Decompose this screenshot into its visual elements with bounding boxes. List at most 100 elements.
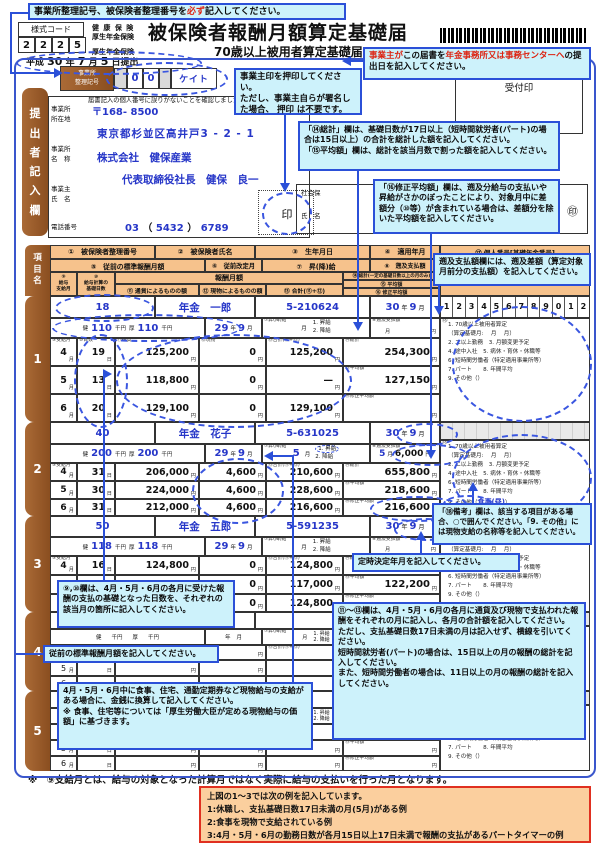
connector-line <box>16 653 43 655</box>
arrow-up-icon <box>468 482 478 491</box>
personal-digit: 7 <box>516 297 528 317</box>
personal-digit: 6 <box>503 297 516 317</box>
submit-note-b2: の提出日を記入してください。 <box>369 51 582 73</box>
sum-amount-cell: —円 <box>266 366 343 394</box>
office-address-value: 東京都杉並区高井戸3 - 2 - 1 <box>97 128 255 140</box>
annotation-remarks: 「⑱備考」欄は、該当する項目がある場合、○で囲んでください。「9. その他」には… <box>432 503 592 545</box>
row-number: 1 <box>25 296 50 422</box>
annotation-base-days: ⑨,⑩欄は、4月・5月・6月の各月に受けた報酬の支払の基礎となった日数を、それぞ… <box>57 580 235 628</box>
insured-name-cell: 年金 一郎 <box>155 296 255 318</box>
average-cell: ⑮平均額円 <box>343 740 440 756</box>
office-code-kana: ケイト <box>171 68 217 89</box>
connector-line <box>420 538 422 553</box>
connector-line <box>357 169 359 324</box>
connector-line <box>10 12 12 74</box>
insured-number-cell: 18 <box>50 296 155 318</box>
personal-number-shaded <box>440 422 590 440</box>
row-number: 5 <box>25 691 50 771</box>
page-title: 被保険者報酬月額算定基礎届 <box>148 22 409 44</box>
annotation-top-note: 事業所整理記号、被保険者整理番号を必ず記入してください。 <box>28 3 346 20</box>
header-birthdate: ③ 生年月日 <box>255 245 370 259</box>
form-code-digit: 2 <box>35 37 52 53</box>
phone-paren-open: （ <box>142 223 153 234</box>
header-remuneration: 報酬月額 <box>115 272 343 284</box>
connector-line <box>272 455 294 457</box>
personal-digit: 1 <box>565 297 578 317</box>
retro-payment-cell: ⑧遡及支払額月円 <box>370 318 440 338</box>
adjusted-average-cell: ⑯修正平均額円 <box>343 756 440 771</box>
submit-note-red2: 年金事務所又は事務センターへ <box>445 51 565 61</box>
header-inkind-amount: ⑫ 現物によるものの額 <box>199 284 266 296</box>
connector-line <box>292 455 294 683</box>
header-insured-number: ① 被保険者整理番号 <box>50 245 155 259</box>
date-month-unit: 月 <box>88 58 98 68</box>
adjusted-average-cell: ⑯修正平均額円 <box>343 394 440 422</box>
base-days-cell: 日 <box>77 756 115 771</box>
sum-amount-cell: 円 <box>266 756 343 771</box>
insured-name-cell: 年金 五郎 <box>155 516 255 537</box>
connector-line <box>350 60 364 62</box>
inkind-amount-cell: 円 <box>199 756 266 771</box>
form-code-label: 様式コード <box>18 22 84 37</box>
personal-digit: 3 <box>466 297 479 317</box>
row-number: 2 <box>25 422 50 516</box>
row-number: 3 <box>25 516 50 612</box>
insurance-label-pension: 厚生年金保険 <box>92 33 134 41</box>
birthdate-cell: 5-591235 <box>255 516 370 537</box>
annotation-total-average: 「⑭総計」欄は、基礎日数が17日以上（短時間就労者(パート)の場合は15日以上）… <box>298 121 560 171</box>
connector-line <box>430 232 432 452</box>
arrow-down-icon <box>434 306 444 315</box>
top-note-pre: 事業所整理記号、被保険者整理番号を <box>34 7 188 17</box>
item-name-bar: 項 目 名 <box>25 245 50 296</box>
phone-paren-close: ） <box>187 223 198 234</box>
representative-value: 代表取締役社長 健保 良一 <box>122 174 259 186</box>
footnote-pay-month: ※ ⑨支給月とは、給与の対象となった計算月ではなく実際に給与の支払いを行った月と… <box>28 775 453 786</box>
cash-amount-cell: 円 <box>115 756 199 771</box>
connector-line <box>103 374 105 580</box>
insurance-label-health: 健 康 保 険 <box>92 24 135 32</box>
date-year-unit: 年 <box>65 58 75 68</box>
phone-mid: 5432 <box>155 223 184 234</box>
connector-line <box>438 284 440 308</box>
insured-name-cell: 年金 花子 <box>155 422 255 444</box>
arrow-right-icon <box>103 369 112 379</box>
personal-digit: 4 <box>478 297 491 317</box>
form-outer-frame <box>14 58 596 778</box>
remarks-cell: ⑱ 1. 70歳以上被用者算定（算定基礎月: 月 月）2. 二以上勤務 3. 月… <box>440 534 590 612</box>
annotation-inkind-pay: 4月・5月・6月中に食事、住宅、通勤定期券など現物給与の支給がある場合に、金銭に… <box>57 682 313 750</box>
page-subtitle: 70歳以上被用者算定基礎届 <box>214 45 363 59</box>
connector-line <box>10 12 28 14</box>
header-raise: ⑦ 昇(降)給 <box>262 259 370 272</box>
